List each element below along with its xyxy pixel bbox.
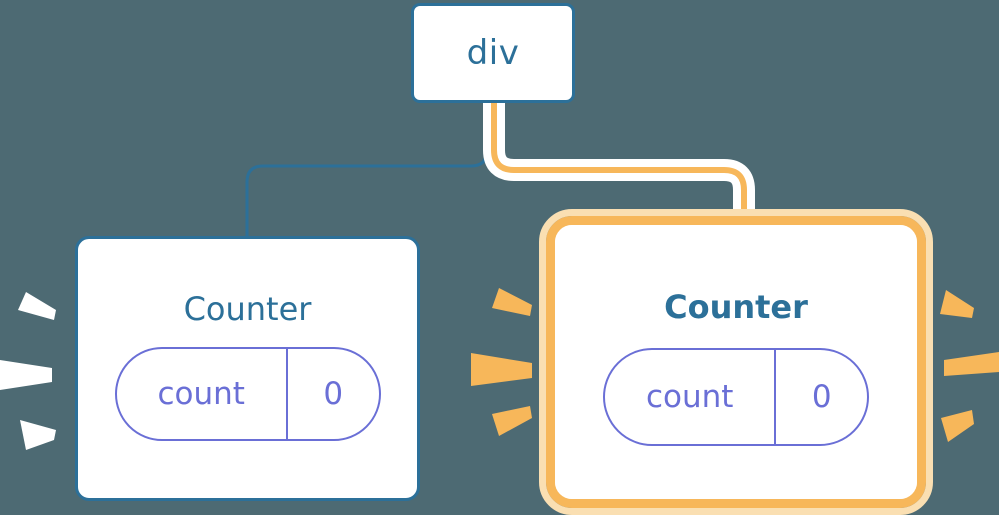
- state-value-right: 0: [811, 378, 832, 415]
- node-counter-left-title: Counter: [183, 290, 312, 328]
- edge-div-to-right-counter: [491, 100, 747, 222]
- node-counter-left[interactable]: Counter count 0: [75, 236, 420, 501]
- node-div-label: div: [466, 33, 520, 73]
- state-pill-left: count 0: [114, 347, 381, 441]
- state-key-right: count: [645, 378, 734, 415]
- edge-div-to-left-counter: [245, 103, 489, 236]
- node-counter-right-title: Counter: [664, 288, 808, 326]
- state-pill-divider-left: [285, 349, 288, 439]
- state-pill-divider-right: [774, 350, 777, 444]
- state-value-left: 0: [323, 375, 344, 412]
- state-pill-right: count 0: [603, 348, 869, 446]
- node-counter-right[interactable]: Counter count 0: [539, 209, 933, 515]
- node-div[interactable]: div: [411, 3, 575, 103]
- node-counter-right-inner: Counter count 0: [555, 225, 917, 499]
- state-key-left: count: [157, 375, 245, 412]
- edge-highlight-halo: [483, 100, 755, 222]
